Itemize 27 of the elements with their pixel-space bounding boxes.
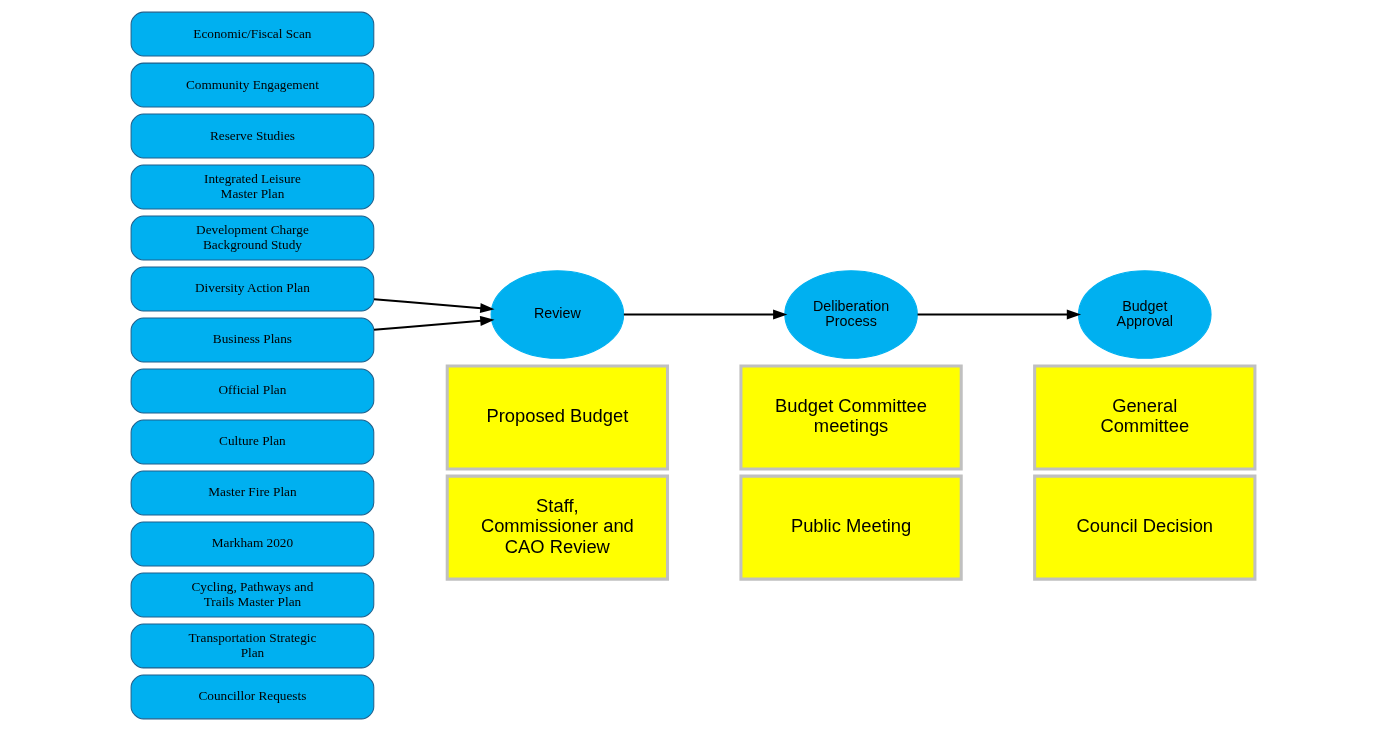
node-box: Staff, Commissioner and CAO Review <box>445 474 669 581</box>
arrow <box>373 315 495 331</box>
node-box: Cycling, Pathways and Trails Master Plan <box>130 572 374 618</box>
node-box: Markham 2020 <box>130 521 374 567</box>
node-box: Integrated Leisure Master Plan <box>130 164 374 210</box>
node-ellipse: Budget Approval <box>1077 270 1212 359</box>
node-box: Council Decision <box>1032 474 1256 581</box>
node-box: Diversity Action Plan <box>130 266 374 312</box>
node-ellipse: Review <box>490 270 624 359</box>
node-box: Business Plans <box>130 317 374 363</box>
arrow <box>623 309 787 320</box>
node-box: Community Engagement <box>130 62 374 108</box>
node-box: Master Fire Plan <box>130 470 374 516</box>
arrow <box>917 309 1081 320</box>
node-box: Development Charge Background Study <box>130 215 374 261</box>
node-box: Councillor Requests <box>130 674 374 720</box>
node-box: Official Plan <box>130 368 374 414</box>
node-box: Economic/Fiscal Scan <box>130 11 374 57</box>
node-box: Reserve Studies <box>130 113 374 159</box>
node-box: Proposed Budget <box>445 364 669 471</box>
node-box: Public Meeting <box>738 474 963 581</box>
node-box: Transportation Strategic Plan <box>130 623 374 669</box>
node-box: Culture Plan <box>130 419 374 465</box>
node-box: General Committee <box>1032 364 1256 471</box>
node-ellipse: Deliberation Process <box>783 270 918 359</box>
arrow <box>373 298 495 314</box>
node-box: Budget Committee meetings <box>738 364 963 471</box>
